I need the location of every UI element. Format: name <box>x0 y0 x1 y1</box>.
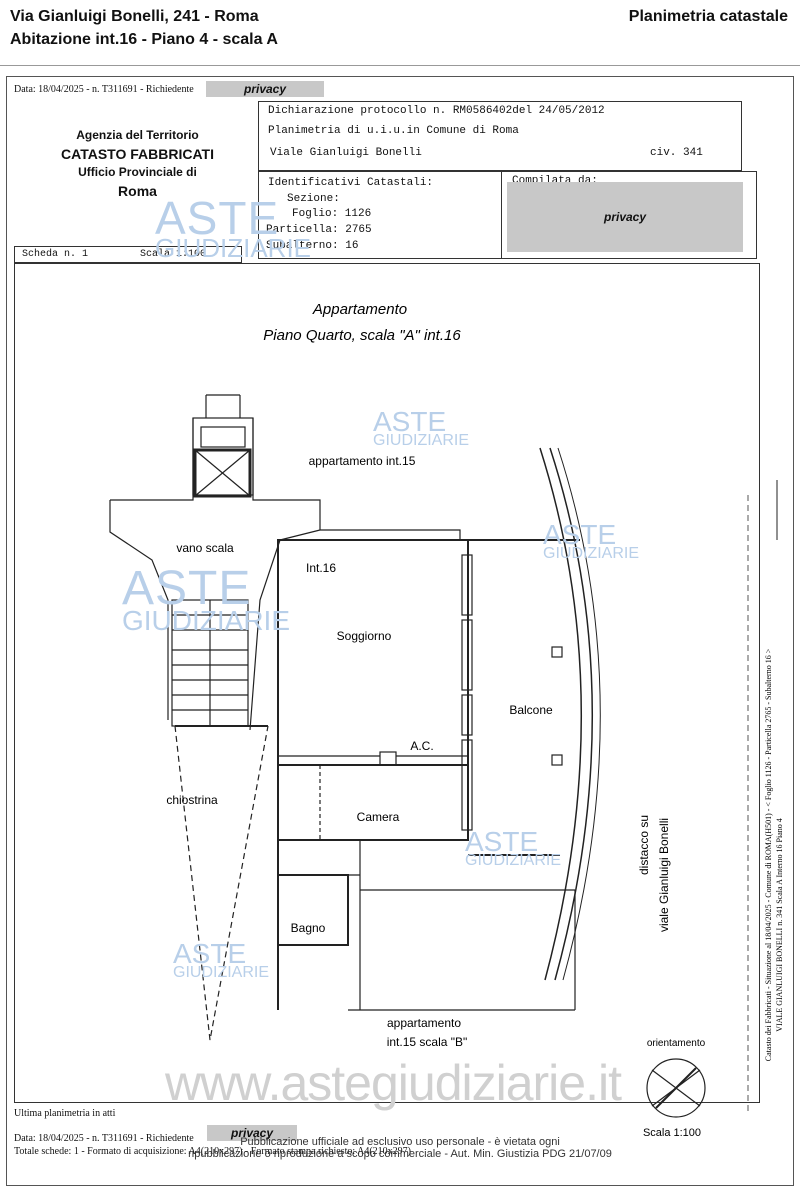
identifiers-foglio: Foglio: 1126 <box>292 208 372 220</box>
footer-schede-line: Totale schede: 1 - Formato di acquisizio… <box>14 1146 411 1157</box>
identifiers-title: Identificativi Catastali: <box>268 177 434 189</box>
label-chiostrina: chiostrina <box>166 793 218 807</box>
declaration-civic: civ. 341 <box>650 147 703 159</box>
watermark-aste-4: ASTE GIUDIZIARIE <box>122 562 291 636</box>
doc-type: Planimetria catastale <box>628 8 788 25</box>
watermark-aste-5: ASTE GIUDIZIARIE <box>465 826 562 869</box>
declaration-protocol: Dichiarazione protocollo n. RM0586402del… <box>268 105 605 117</box>
identifiers-particella: Particella: 2765 <box>266 224 372 236</box>
label-stair: vano scala <box>176 541 234 555</box>
watermark-aste-6: ASTE GIUDIZIARIE <box>173 938 270 981</box>
agency-line3: Ufficio Provinciale di <box>78 165 197 179</box>
footer-pub-notice: Pubblicazione ufficiale ad esclusivo uso… <box>150 1136 650 1160</box>
label-camera: Camera <box>357 810 400 824</box>
agency-line1: Agenzia del Territorio <box>76 128 199 142</box>
identifiers-sezione: Sezione: <box>287 193 340 205</box>
agency-line2: CATASTO FABBRICATI <box>61 146 214 162</box>
agency-line4: Roma <box>118 183 157 199</box>
label-int16: Int.16 <box>306 561 336 575</box>
scheda-box <box>14 246 242 263</box>
label-distacco2: viale Gianluigi Bonelli <box>657 818 671 932</box>
top-privacy-box: privacy <box>206 81 324 97</box>
footer-website: www.astegiudiziarie.it <box>165 1055 622 1111</box>
agency-block: Agenzia del Territorio CATASTO FABBRICAT… <box>30 128 245 199</box>
watermark-aste-2: ASTE GIUDIZIARIE <box>373 406 470 449</box>
compilata-box <box>501 171 757 259</box>
plan-title1: Appartamento <box>312 301 407 318</box>
scheda-scale: Scala 1:100 <box>140 249 207 260</box>
watermark-aste-1: ASTE GIUDIZIARIE <box>155 192 312 263</box>
top-data-line: Data: 18/04/2025 - n. T311691 - Richiede… <box>14 84 194 95</box>
label-neighbor-bottom2: int.15 scala "B" <box>387 1035 468 1049</box>
footer-pub-line1: Pubblicazione ufficiale ad esclusivo uso… <box>240 1136 560 1148</box>
label-soggiorno: Soggiorno <box>337 629 392 643</box>
address-line: Via Gianluigi Bonelli, 241 - Roma <box>10 8 259 25</box>
identifiers-subalterno: Subalterno: 16 <box>266 240 359 252</box>
footer-data-line: Data: 18/04/2025 - n. T311691 - Richiede… <box>14 1133 194 1144</box>
label-bagno: Bagno <box>291 921 326 935</box>
plan-title2: Piano Quarto, scala "A" int.16 <box>263 327 461 344</box>
scheda-number: Scheda n. 1 <box>22 249 89 260</box>
unit-line: Abitazione int.16 - Piano 4 - scala A <box>10 31 278 48</box>
declaration-plan: Planimetria di u.i.u.in Comune di Roma <box>268 125 519 137</box>
footer-pub-line2: ripubblicazione o riproduzione a scopo c… <box>188 1148 612 1160</box>
header-divider <box>0 65 800 66</box>
side-note-line2: VIALE GIANLUIGI BONELLI n. 341 Scala A I… <box>775 818 784 1032</box>
plan-frame <box>14 263 760 1103</box>
label-neighbor-bottom1: appartamento <box>387 1016 461 1030</box>
document-frame <box>6 76 794 1186</box>
page-header: Via Gianluigi Bonelli, 241 - Roma Abitaz… <box>0 0 800 66</box>
label-scala-bottom: Scala 1:100 <box>643 1127 701 1139</box>
declaration-street: Viale Gianluigi Bonelli <box>270 147 422 159</box>
label-distacco1: distacco su <box>637 815 651 875</box>
footer-ultima: Ultima planimetria in atti <box>14 1108 116 1119</box>
footer-privacy-box: privacy <box>207 1125 297 1141</box>
watermark-aste-3: ASTE GIUDIZIARIE <box>543 519 640 562</box>
label-ac: A.C. <box>410 739 433 753</box>
label-orientamento: orientamento <box>647 1038 706 1049</box>
declaration-box <box>258 101 742 171</box>
side-note-line1: Catasto dei Fabbricati - Situazione al 1… <box>764 648 773 1061</box>
label-neighbor-top: appartamento int.15 <box>309 454 416 468</box>
compilata-privacy-box: privacy <box>507 182 743 252</box>
label-balcone: Balcone <box>509 703 553 717</box>
